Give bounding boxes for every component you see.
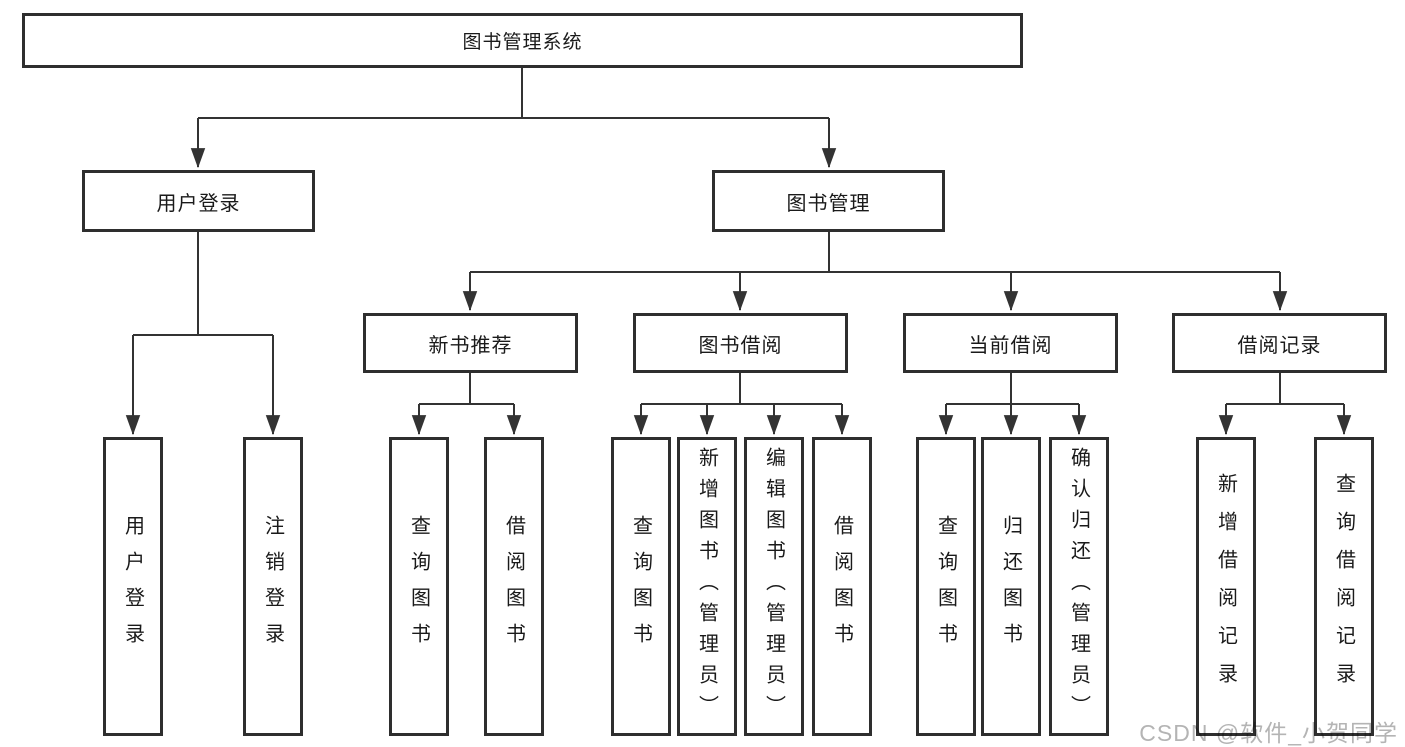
node-book-management: 图书管理 [712, 170, 945, 232]
node-new-book-recommend: 新书推荐 [363, 313, 578, 373]
leaf-logout: 注销登录 [243, 437, 303, 736]
leaf-return-books: 归还图书 [981, 437, 1041, 736]
leaf-query-books-3: 查询图书 [916, 437, 976, 736]
leaf-query-borrow-record: 查询借阅记录 [1314, 437, 1374, 736]
leaf-query-books-1: 查询图书 [389, 437, 449, 736]
watermark: CSDN @软件_小贺同学 [1139, 720, 1398, 746]
leaf-borrow-books-1: 借阅图书 [484, 437, 544, 736]
node-book-management-system: 图书管理系统 [22, 13, 1023, 68]
node-borrowing-records: 借阅记录 [1172, 313, 1387, 373]
leaf-add-borrow-record: 新增借阅记录 [1196, 437, 1256, 736]
leaf-add-books-admin: 新增图书（管理员） [677, 437, 737, 736]
node-current-borrowing: 当前借阅 [903, 313, 1118, 373]
leaf-confirm-return-admin: 确认归还（管理员） [1049, 437, 1109, 736]
node-book-borrowing: 图书借阅 [633, 313, 848, 373]
leaf-query-books-2: 查询图书 [611, 437, 671, 736]
leaf-user-login: 用户登录 [103, 437, 163, 736]
leaf-borrow-books-2: 借阅图书 [812, 437, 872, 736]
node-user-login: 用户登录 [82, 170, 315, 232]
leaf-edit-books-admin: 编辑图书（管理员） [744, 437, 804, 736]
